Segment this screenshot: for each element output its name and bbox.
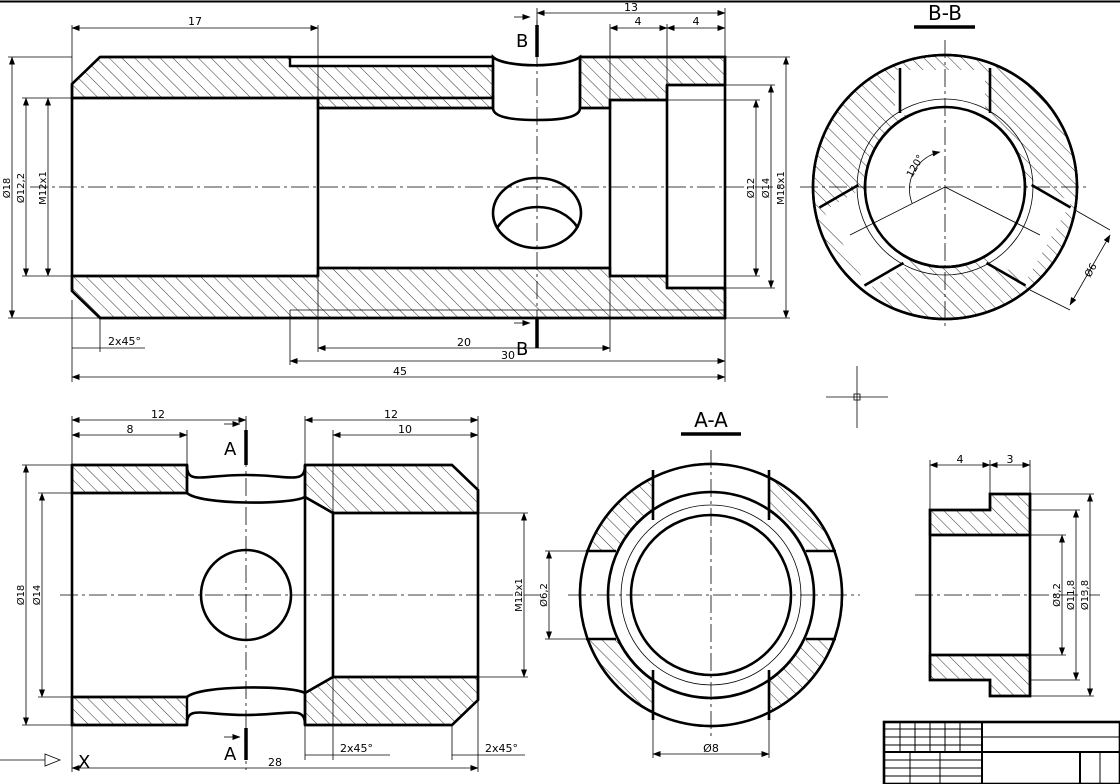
section-aa-title: A-A — [694, 408, 728, 432]
section-bb-title: B-B — [928, 1, 962, 25]
dim-dia14: Ø14 — [760, 178, 772, 199]
upper-wall-hatch — [70, 55, 495, 100]
cut-label-a-top: A — [224, 439, 237, 460]
dim-30: 30 — [501, 349, 515, 362]
dim-10: 10 — [398, 423, 412, 436]
view-section-bb: B-B 120° Ø6 — [800, 1, 1111, 330]
cut-label-a-bottom: A — [224, 744, 237, 765]
crosshair-cursor — [826, 366, 888, 428]
dim-12a: 12 — [151, 408, 165, 421]
view-side-section: 12 8 12 10 Ø18 Ø14 M12x1 28 2x45° — [0, 408, 540, 773]
dim-12b: 12 — [384, 408, 398, 421]
dim-dia8-2: Ø8,2 — [1051, 583, 1063, 607]
dim-dia13-8: Ø13,8 — [1079, 580, 1091, 610]
view-bushing: 4 3 Ø8,2 Ø11,8 Ø13,8 — [915, 453, 1100, 698]
dim-4b: 4 — [693, 15, 700, 28]
dim-m12-top: M12x1 — [38, 171, 49, 205]
dim-chamfer1: 2x45° — [340, 742, 373, 755]
dim-dia18-bottom: Ø18 — [15, 585, 27, 606]
dim-28: 28 — [268, 756, 282, 769]
dim-chamfer-top: 2x45° — [108, 335, 141, 348]
dim-4: 4 — [957, 453, 964, 466]
dim-45: 45 — [393, 365, 407, 378]
cut-label-b-bottom: B — [516, 339, 528, 360]
dim-13: 13 — [624, 1, 638, 14]
title-block — [882, 720, 1120, 784]
dim-dia11-8: Ø11,8 — [1065, 580, 1077, 610]
dim-3: 3 — [1007, 453, 1014, 466]
dim-dia6: Ø6 — [1082, 261, 1100, 279]
view-section-aa: A-A Ø6,2 Ø8 — [538, 408, 860, 758]
dim-4a: 4 — [635, 15, 642, 28]
upper-inner-hatch — [316, 96, 495, 110]
dim-dia6-2: Ø6,2 — [538, 583, 550, 607]
cut-label-b-top: B — [516, 31, 528, 52]
dim-dia12-2: Ø12,2 — [15, 173, 27, 203]
dim-17: 17 — [188, 15, 202, 28]
dim-dia12: Ø12 — [745, 178, 757, 199]
axis-label-x: X — [78, 752, 90, 773]
view-longitudinal-section: 17 13 4 4 2x45° 20 30 45 Ø18 Ø — [1, 1, 790, 382]
dim-dia8: Ø8 — [703, 742, 719, 755]
dim-m18: M18x1 — [776, 171, 787, 205]
dim-m12-bottom: M12x1 — [514, 578, 525, 612]
dim-dia14-bottom: Ø14 — [31, 585, 43, 606]
dim-dia18-top: Ø18 — [1, 178, 13, 199]
dim-20: 20 — [457, 336, 471, 349]
dim-8: 8 — [127, 423, 134, 436]
dim-chamfer2: 2x45° — [485, 742, 518, 755]
